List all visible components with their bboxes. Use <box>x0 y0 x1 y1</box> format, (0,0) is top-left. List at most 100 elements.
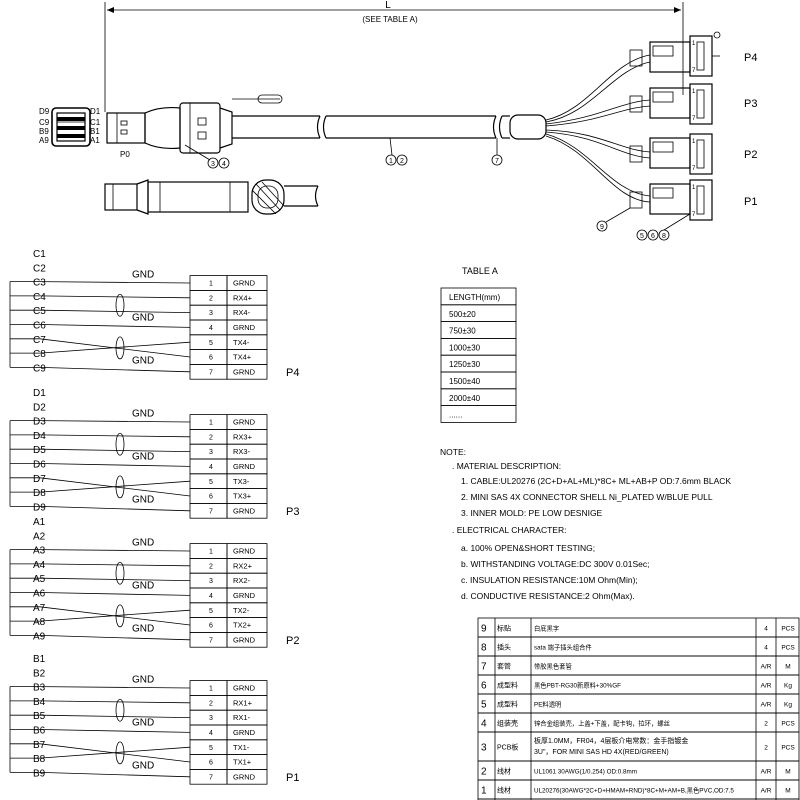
plug-label: P2 <box>286 635 299 647</box>
bom-name: 标贴 <box>497 624 511 633</box>
wire <box>39 309 191 313</box>
callout-5: 5 <box>640 233 644 240</box>
pin-label-d9: D9 <box>39 107 50 116</box>
bom-qty: A/R <box>761 702 772 709</box>
callout-7: 7 <box>495 158 499 165</box>
pin-label: C7 <box>33 335 46 346</box>
wire <box>39 367 191 373</box>
pin-number: 5 <box>209 745 213 752</box>
bom-desc: PE料透明 <box>534 700 561 709</box>
bom-desc: 板厚1.0MM，FR04，4层板介电常数：金手指镀金 <box>534 736 688 745</box>
gnd-label: GND <box>132 409 154 420</box>
gnd-label: GND <box>132 538 154 549</box>
pin-label: C5 <box>33 306 46 317</box>
signal-name: GRND <box>233 506 256 515</box>
wire <box>39 563 191 567</box>
signal-name: TX3+ <box>233 492 252 501</box>
main-cable: 1 2 7 <box>232 114 547 166</box>
note-line: . MATERIAL DESCRIPTION: <box>452 461 561 471</box>
wire <box>39 549 191 552</box>
bom-unit: PCS <box>781 626 795 633</box>
pin-label: A8 <box>33 617 46 628</box>
pin-label: A9 <box>33 631 46 642</box>
bom-qty: A/R <box>761 683 772 690</box>
bom-no: 5 <box>481 700 487 711</box>
pin-number: 7 <box>209 369 213 376</box>
signal-cell <box>226 769 268 785</box>
pin-number: 1 <box>209 686 213 693</box>
table-a-length-value: 1500±40 <box>449 377 481 386</box>
note-line: b. WITHSTANDING VOLTAGE:DC 300V 0.01Sec; <box>461 559 649 569</box>
table-a-title: TABLE A <box>462 266 498 276</box>
signal-name: RX4- <box>233 308 251 317</box>
twisted-pair-marker <box>115 475 125 499</box>
gnd-label: GND <box>132 355 154 366</box>
signal-name: GRND <box>233 591 256 600</box>
callout-9: 9 <box>600 224 604 231</box>
pin-number: 2 <box>209 563 213 570</box>
pin-label: A1 <box>33 517 46 528</box>
pin-label: D2 <box>33 402 46 413</box>
plug-label: P4 <box>286 367 299 379</box>
sata-pin-1-p3: 1 <box>692 89 696 95</box>
plug-label: P1 <box>286 772 299 784</box>
wire <box>39 281 191 284</box>
pin-label: B2 <box>33 668 46 679</box>
fan-out-wires <box>545 54 651 203</box>
table-a-grid: LENGTH(mm)500±20750±301000±301250±301500… <box>440 287 517 423</box>
pin-label: A2 <box>33 531 46 542</box>
pin-number: 6 <box>209 623 213 630</box>
signal-name: TX3- <box>233 477 250 486</box>
notes-title: NOTE: <box>440 447 466 457</box>
pin-label-a1: A1 <box>90 136 100 145</box>
signal-name: RX3- <box>233 447 251 456</box>
pin-number: 4 <box>209 464 213 471</box>
gnd-label: GND <box>132 675 154 686</box>
pin-label-c9: C9 <box>39 118 50 127</box>
plug-label-p3: P3 <box>744 98 757 110</box>
callout-6: 6 <box>651 233 655 240</box>
pin-number: 4 <box>209 593 213 600</box>
pin-number: 5 <box>209 340 213 347</box>
p0-top-view <box>104 179 319 215</box>
signal-name: RX2- <box>233 576 251 585</box>
length-dimension: L (SEE TABLE A) <box>104 0 684 112</box>
table-a-length-value: 1000±30 <box>449 343 481 352</box>
bom-name: PCB板 <box>497 743 518 752</box>
pin-label-d1: D1 <box>90 107 101 116</box>
plug-label-p1: P1 <box>744 196 757 208</box>
signal-name: RX4+ <box>233 293 253 302</box>
bom-unit: M <box>785 664 790 671</box>
pin-label-b1: B1 <box>90 127 100 136</box>
table-a-length-value: ...... <box>449 411 462 420</box>
bom-desc: 带胶黑色套管 <box>534 662 572 671</box>
twisted-pair-marker <box>115 741 125 765</box>
twisted-pair-marker <box>115 432 125 456</box>
bom-unit: PCS <box>781 721 795 728</box>
callout-2: 2 <box>400 158 404 165</box>
pin-number: 7 <box>209 508 213 515</box>
signal-name: GRND <box>233 728 256 737</box>
bom-name: 线材 <box>497 786 511 795</box>
wire <box>39 592 191 596</box>
pin-number: 2 <box>209 295 213 302</box>
pin-label: B1 <box>33 654 46 665</box>
note-line: c. INSULATION RESISTANCE:10M Ohm(Min); <box>461 575 638 585</box>
table-a-length-value: 500±20 <box>449 310 476 319</box>
plug-label-p2: P2 <box>744 149 757 161</box>
pin-label-b9: B9 <box>39 127 49 136</box>
signal-cell <box>226 502 268 519</box>
bom-no: 4 <box>481 719 487 730</box>
bom-row <box>477 617 800 638</box>
p0-end-view: D9 D1 C9 C1 B9 B1 A9 A1 <box>39 107 101 147</box>
signal-name: GRND <box>233 772 256 781</box>
pin-label: A3 <box>33 546 46 557</box>
wire <box>39 714 191 718</box>
signal-name: GRND <box>233 323 256 332</box>
pin-label: C8 <box>33 349 46 360</box>
callout-4: 4 <box>222 161 226 168</box>
bom-no: 3 <box>481 743 487 754</box>
